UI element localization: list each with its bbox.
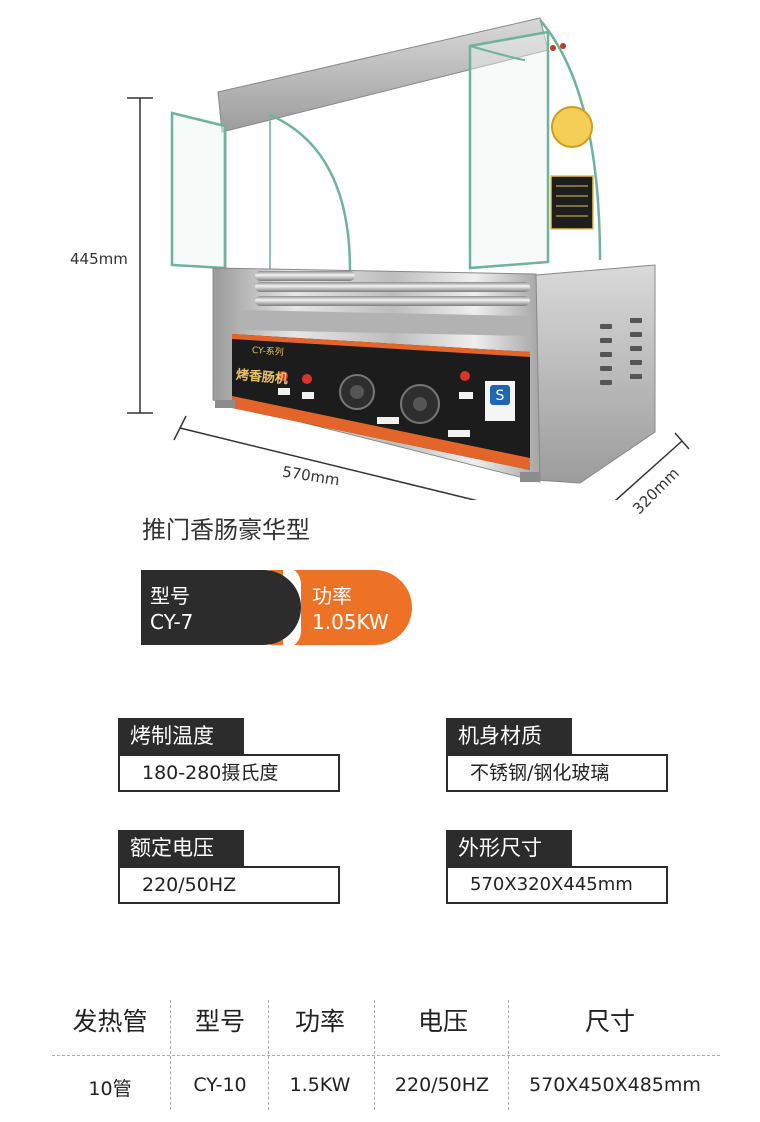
table-cell: 10管 bbox=[88, 1078, 132, 1100]
table-column-divider bbox=[374, 1000, 375, 1110]
table-cell: 570X450X485mm bbox=[529, 1074, 701, 1096]
table-cell: 220/50HZ bbox=[394, 1074, 490, 1096]
table-cell: 1.5KW bbox=[289, 1074, 351, 1096]
panel-series-text: CY-系列 bbox=[251, 345, 285, 359]
model-value: CY-7 bbox=[150, 610, 194, 634]
spec-value: 180-280摄氏度 bbox=[118, 754, 340, 792]
table-row-divider bbox=[52, 1055, 720, 1056]
spec-card-voltage: 额定电压 220/50HZ bbox=[118, 830, 340, 904]
spec-label: 烤制温度 bbox=[118, 718, 244, 754]
product-title: 推门香肠豪华型 bbox=[142, 516, 310, 544]
spec-label: 额定电压 bbox=[118, 830, 244, 866]
spec-value: 不锈钢/钢化玻璃 bbox=[446, 754, 668, 792]
hot-dog-roller-machine-image: S bbox=[127, 17, 690, 532]
table-header: 电压 bbox=[417, 1007, 468, 1036]
spec-value: 570X320X445mm bbox=[446, 866, 668, 904]
spec-card-temperature: 烤制温度 180-280摄氏度 bbox=[118, 718, 340, 792]
product-illustration: S bbox=[0, 0, 760, 532]
svg-text:S: S bbox=[496, 388, 505, 404]
power-label: 功率 bbox=[312, 584, 352, 608]
spec-label: 外形尺寸 bbox=[446, 830, 572, 866]
spec-card-material: 机身材质 不锈钢/钢化玻璃 bbox=[446, 718, 668, 792]
table-cell: CY-10 bbox=[193, 1074, 247, 1096]
table-header: 尺寸 bbox=[584, 1007, 635, 1036]
spec-card-dimensions: 外形尺寸 570X320X445mm bbox=[446, 830, 668, 904]
table-header: 功率 bbox=[294, 1007, 345, 1036]
model-badge: 型号 CY-7 bbox=[141, 570, 301, 645]
model-label: 型号 bbox=[150, 584, 190, 608]
spec-value: 220/50HZ bbox=[118, 866, 340, 904]
power-value: 1.05KW bbox=[312, 610, 389, 634]
table-column-divider bbox=[508, 1000, 509, 1110]
table-header: 发热管 bbox=[72, 1007, 148, 1036]
table-header: 型号 bbox=[194, 1007, 245, 1036]
dimension-height-label: 445mm bbox=[70, 250, 128, 268]
table-column-divider bbox=[268, 1000, 269, 1110]
spec-label: 机身材质 bbox=[446, 718, 572, 754]
table-column-divider bbox=[170, 1000, 171, 1110]
